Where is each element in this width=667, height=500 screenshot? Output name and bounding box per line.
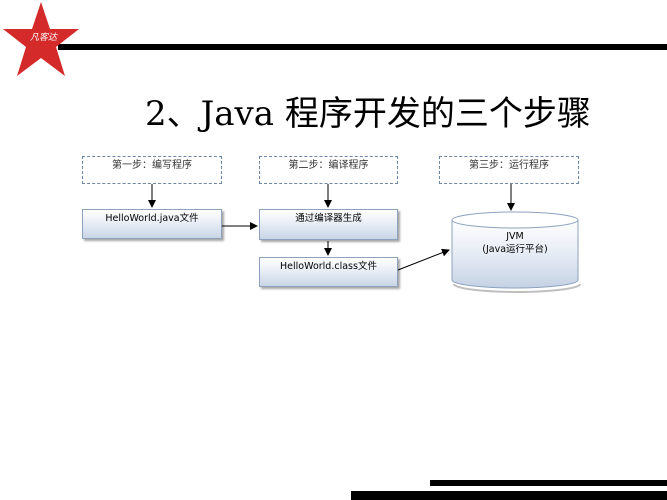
slide-title: 2、Java 程序开发的三个步骤 xyxy=(145,94,591,134)
step-3-box: 第三步：运行程序 xyxy=(439,156,579,184)
class-file-box: HelloWorld.class文件 xyxy=(259,257,398,287)
footer-rule-thin xyxy=(430,480,667,486)
jvm-label: JVM (Java运行平台) xyxy=(452,230,578,256)
header-rule xyxy=(58,44,667,50)
step-1-box: 第一步：编写程序 xyxy=(82,156,222,184)
arrow-class-to-jvm xyxy=(397,248,450,271)
compiler-box: 通过编译器生成 xyxy=(259,209,398,240)
jvm-desc: (Java运行平台) xyxy=(482,244,548,255)
star-logo-icon xyxy=(3,2,79,76)
step-2-box: 第二步：编译程序 xyxy=(259,156,398,184)
source-file-box: HelloWorld.java文件 xyxy=(82,209,222,239)
footer-rule-thick xyxy=(351,491,667,500)
logo-text: 凡客达 xyxy=(30,33,58,43)
jvm-name: JVM xyxy=(506,231,524,242)
